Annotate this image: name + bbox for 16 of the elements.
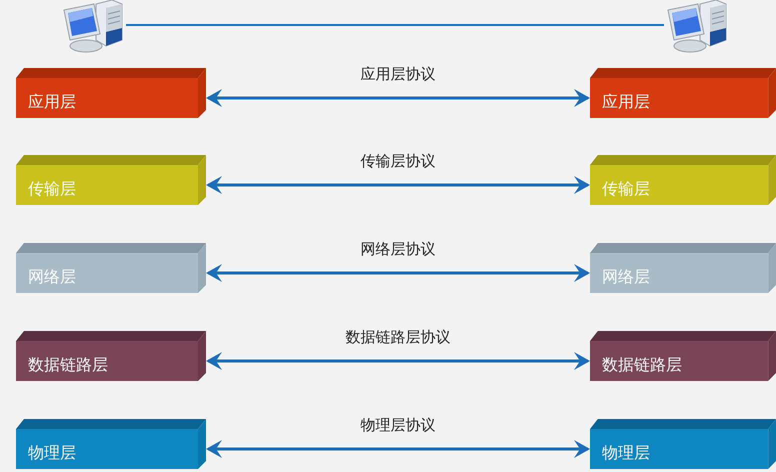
layer-label: 网络层 — [28, 267, 76, 287]
layer-label: 应用层 — [602, 92, 650, 112]
connection-line — [126, 24, 664, 26]
double-arrow — [206, 440, 590, 458]
layer-label: 传输层 — [602, 179, 650, 199]
double-arrow — [206, 352, 590, 370]
layer-label: 网络层 — [602, 267, 650, 287]
layer-label: 传输层 — [28, 179, 76, 199]
layer-label: 物理层 — [602, 443, 650, 463]
layer-label: 数据链路层 — [602, 355, 682, 375]
double-arrow — [206, 176, 590, 194]
layer-label: 数据链路层 — [28, 355, 108, 375]
double-arrow — [206, 264, 590, 282]
layer-label: 物理层 — [28, 443, 76, 463]
double-arrow — [206, 89, 590, 107]
layer-label: 应用层 — [28, 92, 76, 112]
